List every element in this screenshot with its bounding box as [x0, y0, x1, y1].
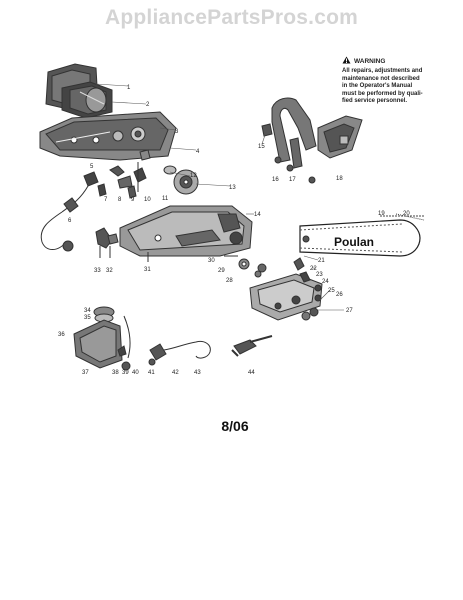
callout-28: 28	[226, 278, 233, 284]
watermark: AppliancePartsPros.com	[105, 6, 358, 29]
callout-25: 25	[328, 288, 335, 294]
callout-7: 7	[104, 197, 108, 203]
front-handle	[261, 97, 317, 184]
bar-wrench	[231, 335, 273, 357]
chassis	[119, 205, 253, 257]
switch-wire	[148, 341, 211, 366]
callout-32: 32	[106, 268, 113, 274]
callout-13: 13	[229, 185, 236, 191]
bar-bolts-and-nuts	[238, 257, 322, 321]
warning-line: maintenance not described	[342, 75, 420, 82]
callout-3: 3	[175, 129, 179, 135]
callout-36: 36	[58, 332, 65, 338]
callout-21: 21	[318, 258, 325, 264]
callout-9: 9	[131, 197, 135, 203]
callout-31: 31	[144, 267, 151, 273]
callout-34: 34	[84, 308, 91, 314]
callout-14: 14	[254, 212, 261, 218]
sprocket-assembly	[163, 165, 199, 195]
callout-18: 18	[336, 176, 343, 182]
callout-41: 41	[148, 370, 155, 376]
bar-brand: Poulan	[334, 235, 374, 249]
callout-23: 23	[316, 272, 323, 278]
callout-22: 22	[310, 266, 317, 272]
guide-bar	[299, 219, 421, 257]
callout-20: 20	[403, 211, 410, 217]
callout-19: 19	[378, 211, 385, 217]
hand-guard	[317, 115, 363, 159]
callout-12: 12	[190, 173, 197, 179]
callout-37: 37	[82, 370, 89, 376]
callout-29: 29	[218, 268, 225, 274]
callout-16: 16	[272, 177, 279, 183]
callout-35: 35	[84, 315, 91, 321]
callout-38: 38	[112, 370, 119, 376]
warning-line: in the Operator's Manual	[342, 83, 413, 90]
callout-30: 30	[208, 258, 215, 264]
callout-24: 24	[322, 279, 329, 285]
warning-line: must be performed by quali-	[342, 90, 423, 97]
warning-line: All repairs, adjustments and	[342, 68, 423, 75]
callout-1: 1	[127, 85, 131, 91]
callout-5: 5	[90, 164, 94, 170]
page-date: 8/06	[221, 418, 249, 434]
callout-43: 43	[194, 370, 201, 376]
oil-pump-parts	[95, 227, 238, 262]
callout-numbers: 1 2 3 4 5 6 7 8 9 10 11 12 13 14 15 16 1…	[58, 85, 410, 376]
warning-title: WARNING	[354, 58, 386, 65]
oil-tank	[73, 306, 131, 371]
switch-parts	[97, 149, 151, 199]
callout-27: 27	[346, 308, 353, 314]
callout-39: 39	[122, 370, 129, 376]
sprocket-cover	[249, 273, 323, 321]
callout-44: 44	[248, 370, 255, 376]
callout-17: 17	[289, 177, 296, 183]
warning-box: WARNING All repairs, adjustments and mai…	[342, 56, 440, 105]
callout-10: 10	[144, 197, 151, 203]
warning-triangle-icon	[342, 56, 351, 67]
callout-2: 2	[146, 102, 150, 108]
callout-26: 26	[336, 292, 343, 298]
callout-40: 40	[132, 370, 139, 376]
saw-chain	[380, 213, 425, 221]
main-body-shell	[39, 111, 177, 161]
callout-11: 11	[162, 196, 169, 202]
power-cord	[40, 171, 99, 252]
callout-8: 8	[118, 197, 122, 203]
callout-42: 42	[172, 370, 179, 376]
callout-33: 33	[94, 268, 101, 274]
warning-line: fied service personnel.	[342, 98, 408, 105]
motor-housing	[45, 63, 113, 119]
callout-6: 6	[68, 218, 72, 224]
callout-4: 4	[196, 149, 200, 155]
callout-15: 15	[258, 144, 265, 150]
